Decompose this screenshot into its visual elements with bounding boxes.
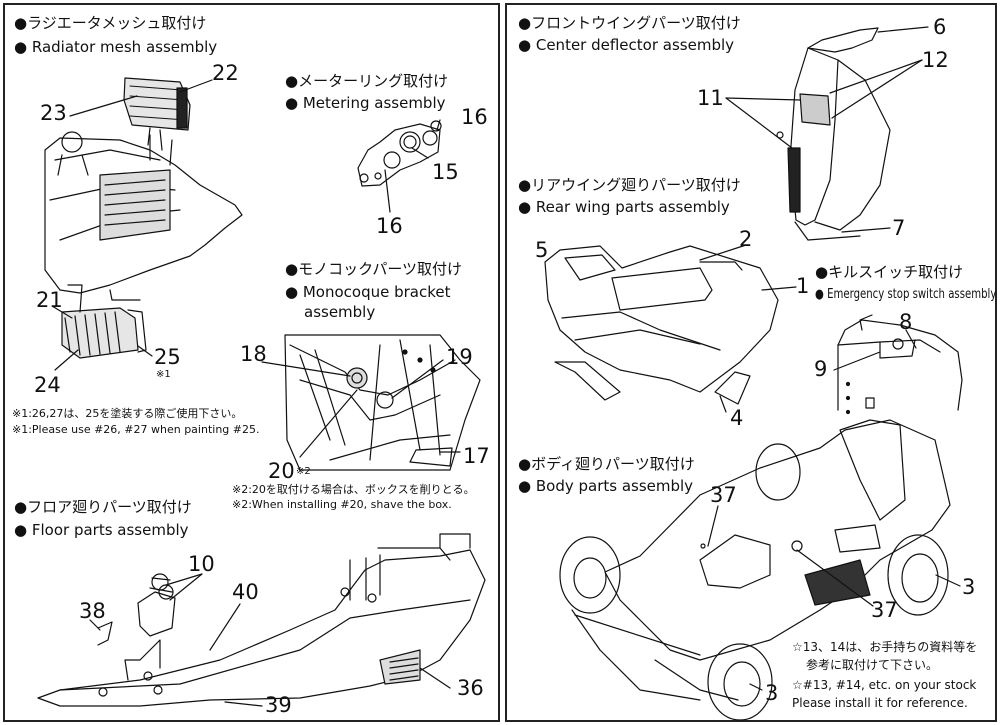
callout-2: 2 bbox=[739, 227, 753, 251]
callout-16-top: 16 bbox=[461, 105, 488, 129]
floor-heading-ja: ●フロア廻りパーツ取付け bbox=[14, 498, 192, 516]
body-heading-ja: ●ボディ廻りパーツ取付け bbox=[518, 455, 695, 473]
right-instruction-panel bbox=[505, 3, 997, 722]
callout-12: 12 bbox=[922, 48, 949, 72]
callout-3-right: 3 bbox=[962, 575, 976, 599]
radiator-assembly-drawing bbox=[45, 78, 242, 358]
callout-8: 8 bbox=[899, 310, 913, 334]
radiator-heading-ja: ●ラジエータメッシュ取付け bbox=[14, 14, 207, 32]
callout-36: 36 bbox=[457, 676, 484, 700]
center-deflector-drawing bbox=[777, 28, 890, 240]
metering-heading-en: ● Metering assembly bbox=[285, 94, 446, 112]
callout-4: 4 bbox=[730, 406, 744, 430]
monocoque-heading-ja: ●モノコックパーツ取付け bbox=[285, 260, 463, 278]
front-wing-heading-ja: ●フロントウイングパーツ取付け bbox=[518, 14, 741, 32]
callout-5: 5 bbox=[535, 238, 549, 262]
callout-leader-lines bbox=[52, 27, 960, 706]
callout-20-note-mark: ※2 bbox=[296, 466, 311, 477]
metering-assembly-drawing bbox=[358, 121, 441, 186]
callout-15: 15 bbox=[432, 160, 459, 184]
monocoque-heading-en: ● Monocoque bracket bbox=[285, 283, 451, 301]
front-wing-heading-en: ● Center deflector assembly bbox=[518, 36, 735, 54]
callout-40: 40 bbox=[232, 580, 259, 604]
callout-37-top: 37 bbox=[710, 483, 737, 507]
rear-wing-heading-ja: ●リアウイング廻りパーツ取付け bbox=[518, 176, 741, 194]
callout-9: 9 bbox=[814, 357, 828, 381]
callout-25: 25 bbox=[154, 345, 181, 369]
radiator-heading-en: ● Radiator mesh assembly bbox=[14, 38, 218, 56]
callout-22: 22 bbox=[212, 61, 239, 85]
stock-note-en-2: Please install it for reference. bbox=[792, 696, 968, 710]
kill-switch-drawing bbox=[838, 315, 962, 414]
callout-20: 20 bbox=[268, 459, 295, 483]
callout-23: 23 bbox=[40, 101, 67, 125]
rear-wing-drawing bbox=[545, 246, 778, 404]
body-parts-drawing bbox=[560, 420, 950, 720]
stock-note-en-1: ☆#13, #14, etc. on your stock bbox=[792, 678, 977, 692]
kill-switch-heading-en: ● Emergency stop switch assembly bbox=[815, 287, 997, 302]
metering-heading-ja: ●メーターリング取付け bbox=[285, 72, 449, 90]
note-2-ja: ※2:20を取付ける場合は、ボックスを削りとる。 bbox=[232, 483, 475, 496]
left-instruction-panel bbox=[3, 3, 500, 722]
monocoque-bracket-drawing bbox=[285, 335, 480, 470]
stock-note-ja-2: 参考に取付けて下さい。 bbox=[806, 658, 939, 672]
callout-17: 17 bbox=[463, 444, 490, 468]
monocoque-heading-en-2: assembly bbox=[304, 303, 376, 321]
callout-25-note-mark: ※1 bbox=[156, 369, 171, 380]
callout-11: 11 bbox=[697, 86, 724, 110]
callout-3-bottom: 3 bbox=[765, 681, 779, 705]
note-2-en: ※2:When installing #20, shave the box. bbox=[232, 498, 452, 511]
callout-18: 18 bbox=[240, 342, 267, 366]
callout-24: 24 bbox=[34, 373, 61, 397]
callout-38: 38 bbox=[79, 599, 106, 623]
callout-21: 21 bbox=[36, 288, 63, 312]
floor-heading-en: ● Floor parts assembly bbox=[14, 521, 189, 539]
floor-parts-drawing bbox=[38, 534, 485, 706]
callout-39: 39 bbox=[265, 693, 292, 717]
body-heading-en: ● Body parts assembly bbox=[518, 477, 694, 495]
note-1-en: ※1:Please use #26, #27 when painting #25… bbox=[12, 423, 260, 436]
kill-switch-heading-ja: ●キルスイッチ取付け bbox=[815, 263, 964, 281]
callout-7: 7 bbox=[892, 216, 906, 240]
note-1-ja: ※1:26,27は、25を塗装する際ご使用下さい。 bbox=[12, 407, 243, 420]
callout-1: 1 bbox=[796, 274, 810, 298]
callout-19: 19 bbox=[446, 345, 473, 369]
callout-6: 6 bbox=[933, 15, 947, 39]
callout-10: 10 bbox=[188, 552, 215, 576]
rear-wing-heading-en: ● Rear wing parts assembly bbox=[518, 198, 730, 216]
callout-37-bottom: 37 bbox=[871, 598, 898, 622]
stock-note-ja-1: ☆13、14は、お手持ちの資料等を bbox=[792, 640, 978, 654]
callout-16-bottom: 16 bbox=[376, 214, 403, 238]
